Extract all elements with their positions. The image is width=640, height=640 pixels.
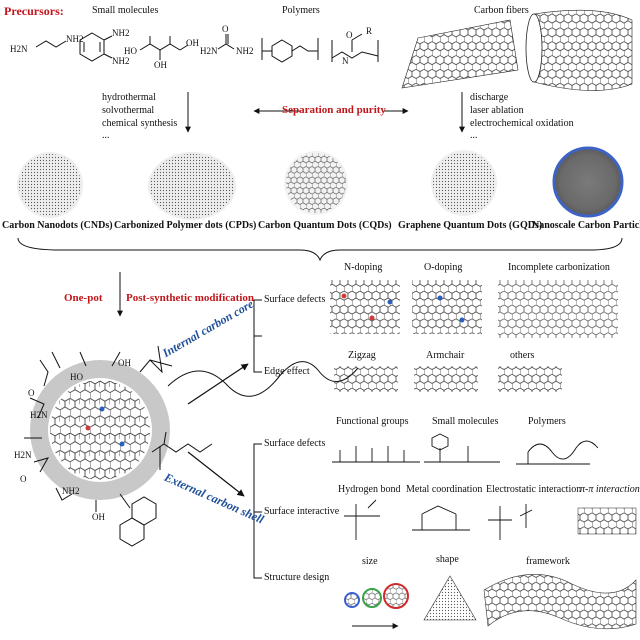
mol-label-oh: OH (186, 38, 199, 48)
gqd-model (431, 150, 497, 216)
mol-label-oh-2: OH (154, 60, 167, 70)
particle-label-cpd: Carbonized Polymer dots (CPDs) (114, 220, 257, 231)
particle-label-cqd: Carbon Quantum Dots (CQDs) (258, 220, 392, 231)
particle-label-ncp: Nanoscale Carbon Particles (532, 220, 640, 231)
one-pot-label: One-pot (64, 292, 103, 304)
n-doping-sheet (330, 280, 400, 334)
framework-label: framework (526, 556, 570, 567)
metal-coordination-label: Metal coordination (406, 484, 483, 495)
polymers-sketch (516, 440, 599, 465)
pi-pi-label: π-π interaction (580, 484, 640, 495)
dot-label-h2n-bottom: H2N (14, 450, 32, 460)
others-label: others (510, 350, 535, 361)
incomplete-carbonization-sheet (498, 280, 618, 338)
method-ellipsis-2: ... (470, 130, 478, 141)
zigzag-edge (334, 366, 398, 392)
mol-label-nh2-urea: NH2 (236, 46, 254, 56)
incomplete-carbonization-label: Incomplete carbonization (508, 262, 610, 273)
shell-polymers-label: Polymers (528, 416, 566, 427)
metal-coordination-sketch (412, 505, 470, 531)
size-label: size (362, 556, 378, 567)
polyamide-structure (331, 33, 379, 62)
particle-label-gqd: Graphene Quantum Dots (GQDs) (398, 220, 543, 231)
method-hydrothermal: hydrothermal (102, 92, 156, 103)
method-chemical-synthesis: chemical synthesis (102, 118, 178, 129)
zigzag-label: Zigzag (348, 350, 376, 361)
core-edge-effect: Edge effect (264, 366, 310, 377)
citric-acid-structure (139, 36, 189, 60)
dot-label-oh-top: OH (118, 358, 131, 368)
electrostatic-label: Electrostatic interaction (486, 484, 582, 495)
core-surface-defects: Surface defects (264, 294, 326, 305)
cnd-model (17, 152, 83, 218)
mol-label-nh2-3: NH2 (112, 56, 130, 66)
method-discharge: discharge (470, 92, 509, 103)
mol-label-nh2-1: NH2 (66, 34, 84, 44)
method-solvothermal: solvothermal (102, 105, 155, 116)
post-synthetic-label: Post-synthetic modification (126, 292, 255, 304)
dot-label-h2n: H2N (30, 410, 48, 420)
graphene-sheet (401, 19, 519, 89)
others-edge (498, 366, 562, 392)
method-ellipsis-1: ... (102, 130, 110, 141)
urea-structure (217, 34, 235, 50)
carbon-nanotube (525, 9, 633, 91)
method-electrochemical-oxidation: electrochemical oxidation (470, 118, 574, 129)
particles-brace (17, 237, 623, 262)
mol-label-r: R (366, 26, 373, 36)
framework-sketch (483, 574, 637, 630)
pi-pi-sketch (577, 507, 637, 535)
n-doping-label: N-doping (344, 262, 383, 273)
mol-label-ho: HO (124, 46, 137, 56)
armchair-label: Armchair (426, 350, 465, 361)
nanoscale-particle-model (552, 146, 624, 218)
o-doping-label: O-doping (424, 262, 463, 273)
shell-arrow (187, 451, 245, 497)
mol-label-o-urea: O (222, 24, 229, 34)
ppv-polymer-structure (261, 38, 319, 63)
cqd-model (284, 151, 348, 215)
hydrogen-bond-label: Hydrogen bond (338, 484, 401, 495)
core-shell-dot (24, 345, 359, 547)
method-laser-ablation: laser ablation (470, 105, 524, 116)
electrostatic-sketch (488, 504, 533, 540)
dot-label-oh-bottom: OH (92, 512, 105, 522)
functional-groups-label: Functional groups (336, 416, 409, 427)
shell-small-molecules-label: Small molecules (432, 416, 499, 427)
size-small-circle (344, 592, 360, 608)
armchair-edge (414, 366, 478, 392)
o-phenylenediamine-structure (79, 32, 113, 62)
shape-label: shape (436, 554, 459, 565)
size-medium-circle (362, 588, 382, 608)
shell-structure-design: Structure design (264, 572, 330, 583)
separation-label: Separation and purity (282, 104, 386, 116)
dot-label-o: O (28, 388, 35, 398)
dot-label-ho: HO (70, 372, 83, 382)
mol-label-h2n-urea: H2N (200, 46, 218, 56)
mol-label-h2n: H2N (10, 44, 28, 54)
polymers-header: Polymers (282, 5, 320, 16)
mol-label-o: O (346, 30, 353, 40)
small-molecules-sketch (424, 433, 500, 463)
mol-label-nh2-2: NH2 (112, 28, 130, 38)
dot-label-o-bottom: O (20, 474, 27, 484)
core-arrow (187, 363, 249, 405)
shell-surface-interactive: Surface interactive (264, 506, 340, 517)
functional-groups-sketch (332, 446, 420, 463)
size-large-circle (383, 583, 409, 609)
shell-bracket (253, 443, 262, 579)
precursors-label: Precursors: (4, 4, 64, 18)
shape-triangle (423, 575, 477, 621)
cpd-model (148, 152, 236, 220)
particle-label-cnd: Carbon Nanodots (CNDs) (2, 220, 113, 231)
ethylenediamine-structure (35, 40, 67, 48)
o-doping-sheet (412, 280, 482, 334)
small-molecules-header: Small molecules (92, 5, 159, 16)
mol-label-n: N (342, 56, 349, 66)
hydrogen-bond-sketch (344, 499, 380, 540)
dot-label-nh2: NH2 (62, 486, 80, 496)
carbon-fibers-header: Carbon fibers (474, 5, 529, 16)
shell-surface-defects: Surface defects (264, 438, 326, 449)
